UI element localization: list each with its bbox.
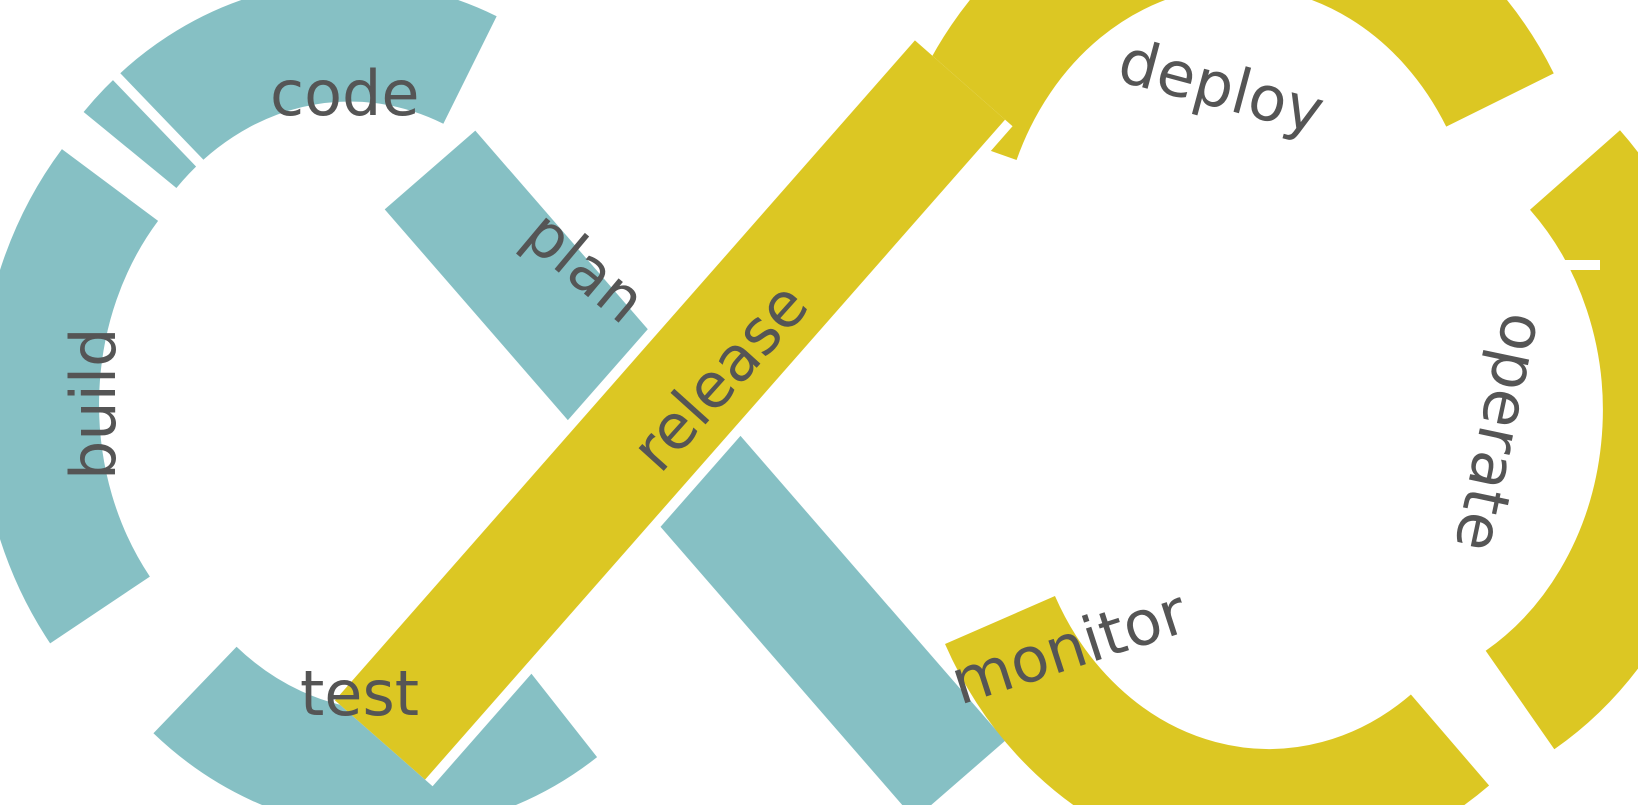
segment-test [153, 646, 598, 805]
label-operate: operate [1440, 307, 1562, 558]
gap [996, 426, 1134, 574]
segment-deploy [903, 0, 1554, 161]
label-deploy: deploy [1111, 24, 1332, 149]
label-code: code [270, 57, 420, 130]
label-test: test [300, 657, 419, 730]
segment-monitor [945, 595, 1490, 805]
label-build: build [57, 328, 130, 480]
segment-code [83, 0, 497, 189]
segment-operate [1484, 130, 1638, 750]
segment-build [0, 149, 159, 644]
segment-release [334, 40, 1006, 780]
gap [111, 71, 244, 209]
